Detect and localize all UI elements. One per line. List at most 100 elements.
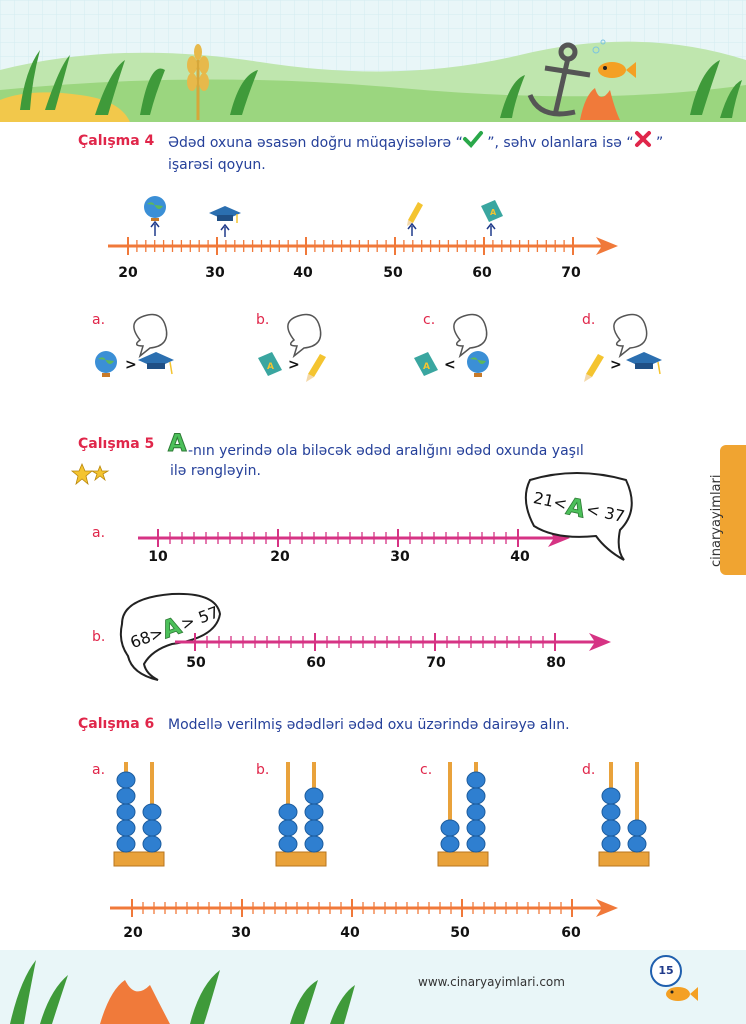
exercise5-instruction-line2: ilə rəngləyin.: [170, 463, 261, 479]
instruction-line1: -nın yerində ola biləcək ədəd aralığını …: [188, 443, 584, 459]
globe-icon: [144, 196, 166, 236]
exercise4-instruction: Ədəd oxuna əsasən doğru müqayisələrə “ ”…: [168, 131, 688, 176]
abacus-base: [275, 851, 327, 867]
speech-bubble[interactable]: [133, 313, 168, 359]
pencil-icon: [584, 354, 604, 382]
footer-url[interactable]: www.cinaryayimlari.com: [418, 975, 565, 989]
item-label-a: a.: [92, 525, 106, 541]
number-line-ex5b: [175, 633, 611, 651]
wheat-icon: [187, 44, 209, 120]
exercise6-title: Çalışma 6: [78, 716, 155, 732]
coral-icon: [580, 88, 620, 120]
abacus-bead: [466, 819, 486, 837]
number-line-ex6: [110, 899, 618, 917]
comparison-sign: >: [125, 357, 137, 373]
graduation-cap-icon: [626, 352, 662, 375]
speech-bubble[interactable]: [613, 313, 648, 359]
comparison-d: >: [584, 313, 662, 382]
footer-banner: [0, 950, 746, 1024]
cross-icon: [634, 131, 651, 147]
abacus-bead: [142, 803, 162, 821]
graduation-cap-icon: [138, 352, 174, 375]
abacus-bead: [278, 803, 298, 821]
instruction-part1: Ədəd oxuna əsasən doğru müqayisələrə “: [168, 135, 463, 151]
anchor-icon: [527, 42, 591, 117]
book-icon: A: [414, 352, 438, 376]
abacus-bead: [627, 835, 647, 853]
abacus-b: [275, 762, 327, 867]
item-label-b: b.: [92, 629, 106, 645]
abacus-bead: [304, 787, 324, 805]
axis-tick-20: 20: [123, 925, 143, 941]
pencil-icon: [306, 354, 326, 382]
axis-tick-50: 50: [450, 925, 470, 941]
axis-tick-20: 20: [118, 265, 138, 281]
comparison-c: A <: [414, 313, 489, 377]
exercise5-title: Çalışma 5: [78, 436, 155, 452]
axis-tick-30: 30: [205, 265, 225, 281]
abacus-bead: [601, 787, 621, 805]
comparison-b: A >: [258, 313, 326, 382]
axis-tick-60: 60: [561, 925, 581, 941]
comparison-a: >: [95, 313, 174, 377]
axis-tick-20: 20: [270, 549, 290, 565]
svg-text:A: A: [490, 208, 497, 217]
item-label-c: c.: [423, 312, 436, 328]
axis-arrow: [589, 633, 611, 651]
exercise5-instruction: -nın yerində ola biləcək ədəd aralığını …: [188, 440, 628, 462]
item-label-a: a.: [92, 762, 106, 778]
abacus-bead: [601, 835, 621, 853]
abacus-base: [437, 851, 489, 867]
axis-tick-70: 70: [426, 655, 446, 671]
comparison-sign: >: [288, 357, 300, 373]
instruction-line2: işarəsi qoyun.: [168, 157, 266, 173]
abacus-bead: [116, 787, 136, 805]
speech-bubble[interactable]: [287, 313, 322, 359]
abacus-bead: [304, 803, 324, 821]
condition-bubble-a: 21< A < 37: [524, 472, 633, 561]
abacus-bead: [466, 803, 486, 821]
item-label-b: b.: [256, 312, 270, 328]
abacus-bead: [440, 835, 460, 853]
abacus-bead: [601, 803, 621, 821]
sidebar-text: cinaryayimlari: [709, 474, 724, 567]
fish-icon: [592, 39, 636, 78]
abacus-c: [437, 762, 489, 867]
exercise4-title: Çalışma 4: [78, 133, 155, 149]
item-label-b: b.: [256, 762, 270, 778]
item-label-d: d.: [582, 762, 596, 778]
book-icon: A: [481, 200, 503, 236]
axis-tick-10: 10: [148, 549, 168, 565]
svg-text:A: A: [267, 362, 274, 372]
number-line-ex4: [108, 237, 618, 255]
pencil-icon: [407, 202, 423, 236]
number-line-ex5a: [138, 529, 570, 547]
axis-tick-40: 40: [340, 925, 360, 941]
badge-A: A: [168, 429, 188, 458]
book-icon: A: [258, 352, 282, 376]
exercise6-instruction: Modellə verilmiş ədədləri ədəd oxu üzəri…: [168, 717, 570, 733]
abacus-bead: [278, 819, 298, 837]
abacus-bead: [142, 819, 162, 837]
abacus-d: [598, 762, 650, 867]
abacus-base: [113, 851, 165, 867]
item-label-a: a.: [92, 312, 106, 328]
svg-text:A: A: [423, 362, 430, 372]
axis-tick-50: 50: [186, 655, 206, 671]
axis-tick-50: 50: [383, 265, 403, 281]
abacus-bead: [304, 835, 324, 853]
abacus-rod: [448, 762, 452, 854]
axis-tick-70: 70: [561, 265, 581, 281]
globe-icon: [467, 351, 489, 377]
speech-bubble[interactable]: [453, 313, 488, 359]
abacus-bead: [116, 819, 136, 837]
comparison-sign: <: [444, 357, 456, 373]
check-icon: [462, 131, 483, 148]
bubble-A: A: [564, 492, 588, 523]
abacus-bead: [627, 819, 647, 837]
globe-icon: [95, 351, 117, 377]
axis-arrow: [596, 899, 618, 917]
axis-tick-60: 60: [306, 655, 326, 671]
abacus-rod: [635, 762, 639, 854]
header-banner: [0, 0, 746, 122]
